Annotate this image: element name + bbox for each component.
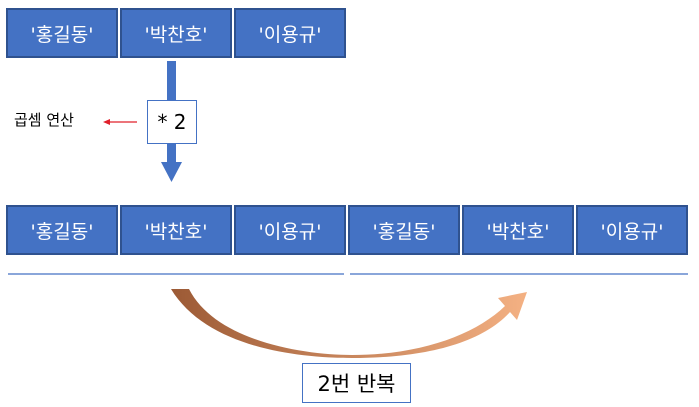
top-cell-2: '박찬호': [120, 8, 232, 58]
multiply-operator-box: * 2: [147, 100, 197, 144]
bottom-cell-6: '이용규': [576, 205, 688, 255]
bottom-cell-5: '박찬호': [462, 205, 574, 255]
down-arrow-shaft-lower: [167, 144, 176, 164]
multiply-operation-label: 곱셈 연산: [14, 111, 74, 129]
small-arrow-head: [103, 119, 110, 125]
bottom-cell-4: '홍길동': [348, 205, 460, 255]
top-cell-3: '이용규': [234, 8, 346, 58]
repeat-count-label: 2번 반복: [302, 363, 411, 403]
top-cell-1: '홍길동': [6, 8, 118, 58]
bottom-cell-3: '이용규': [234, 205, 346, 255]
bottom-cell-1: '홍길동': [6, 205, 118, 255]
down-arrow-head: [161, 162, 182, 182]
repeat-curve-arrow: [171, 289, 527, 358]
bottom-cell-2: '박찬호': [120, 205, 232, 255]
down-arrow-shaft-upper: [167, 61, 176, 101]
